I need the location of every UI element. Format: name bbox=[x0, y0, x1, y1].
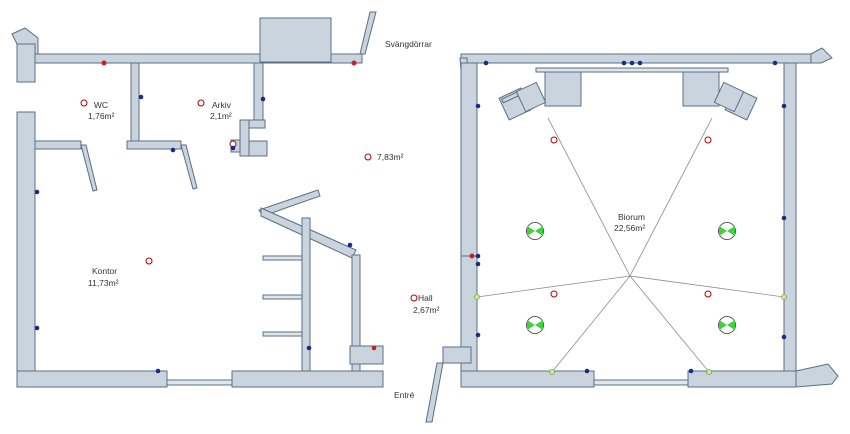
right-unit-walls bbox=[425, 47, 839, 423]
speaker-icon bbox=[526, 222, 736, 334]
outlet-icon bbox=[34, 60, 787, 374]
room-arkiv-area: 2,1m² bbox=[210, 111, 232, 121]
svangdorrar-label: Svängdörrar bbox=[385, 39, 432, 49]
sensor-points bbox=[474, 294, 787, 375]
room-kontor-area: 11,73m² bbox=[88, 278, 119, 288]
entre-label: Entré bbox=[394, 390, 415, 400]
room-marker-icon bbox=[80, 99, 712, 302]
room-hall-name: Hall bbox=[418, 293, 433, 303]
room-hallway-area: 7,83m² bbox=[377, 152, 404, 162]
room-wc-area: 1,76m² bbox=[88, 111, 115, 121]
sightlines bbox=[476, 117, 785, 373]
room-wc-name: WC bbox=[93, 100, 109, 110]
room-biorum-area: 22,56m² bbox=[614, 223, 646, 233]
room-kontor-name: Kontor bbox=[92, 266, 118, 276]
room-biorum-name: Biorum bbox=[618, 212, 645, 222]
room-arkiv-name: Arkiv bbox=[212, 100, 231, 110]
room-wc: WC bbox=[86, 100, 116, 111]
room-hall-area: 2,67m² bbox=[413, 305, 440, 315]
left-unit-walls bbox=[11, 11, 384, 388]
